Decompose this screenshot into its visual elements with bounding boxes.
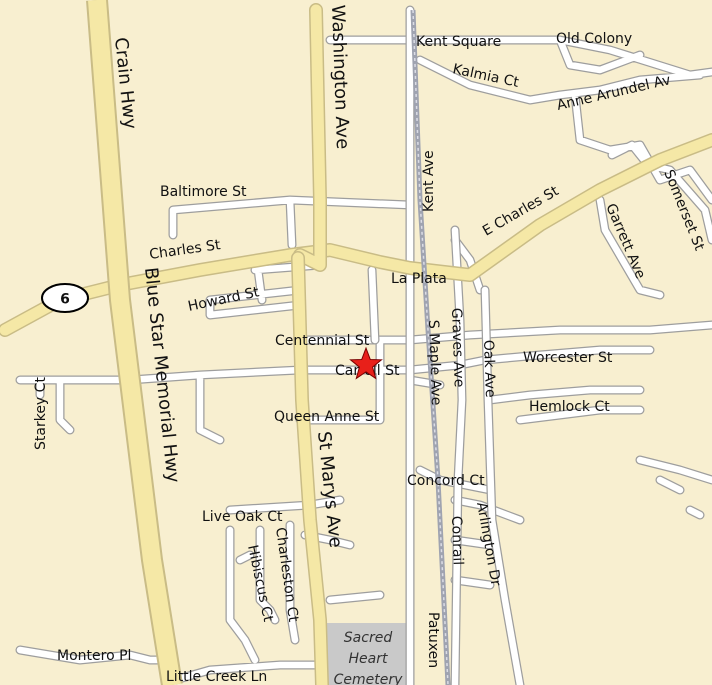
route-6-shield[interactable]: 6 bbox=[41, 283, 89, 313]
label-charleston-ct: Charleston Ct bbox=[272, 526, 301, 623]
label-s-maple-ave: S Maple Ave bbox=[425, 320, 444, 406]
major-roads bbox=[0, 3, 712, 685]
label-kent-square: Kent Square bbox=[416, 34, 501, 50]
location-star-marker[interactable] bbox=[349, 346, 383, 380]
label-cemetery-line-2: Heart bbox=[349, 651, 388, 667]
label-little-creek-ln: Little Creek Ln bbox=[166, 669, 267, 685]
label-concord-ct: Concord Ct bbox=[407, 473, 485, 489]
label-old-colony: Old Colony bbox=[556, 31, 632, 47]
label-charles-st: Charles St bbox=[148, 237, 222, 263]
label-graves-ave: Graves Ave bbox=[448, 308, 467, 388]
label-cemetery-line-3: Cemetery bbox=[334, 672, 403, 685]
label-queen-anne-st: Queen Anne St bbox=[274, 409, 380, 425]
railroad-conrail bbox=[410, 9, 451, 685]
label-hemlock-ct: Hemlock Ct bbox=[529, 399, 610, 415]
label-washington-ave: Washington Ave bbox=[327, 4, 353, 149]
label-starkey-ct: Starkey Ct bbox=[33, 377, 49, 450]
label-conrail: Conrail bbox=[448, 516, 466, 566]
label-la-plata: La Plata bbox=[391, 271, 447, 287]
label-cemetery-line-1: Sacred bbox=[344, 630, 393, 646]
minor-roads bbox=[15, 5, 712, 685]
cemetery-area bbox=[326, 623, 412, 685]
label-worcester-st: Worcester St bbox=[523, 350, 613, 366]
label-kent-ave: Kent Ave bbox=[421, 150, 437, 212]
label-live-oak-ct: Live Oak Ct bbox=[202, 509, 283, 525]
label-oak-ave: Oak Ave bbox=[480, 340, 498, 398]
route-6-label: 6 bbox=[60, 292, 70, 308]
crain-highway bbox=[86, 0, 183, 685]
label-centennial-st: Centennial St bbox=[275, 333, 370, 349]
label-baltimore-st: Baltimore St bbox=[160, 184, 247, 200]
label-hibiscus-ct: Hibiscus Ct bbox=[244, 544, 276, 624]
star-icon[interactable] bbox=[349, 346, 383, 380]
label-montero-pl: Montero Pl bbox=[57, 648, 131, 664]
label-patuxent: Patuxen bbox=[425, 612, 441, 668]
